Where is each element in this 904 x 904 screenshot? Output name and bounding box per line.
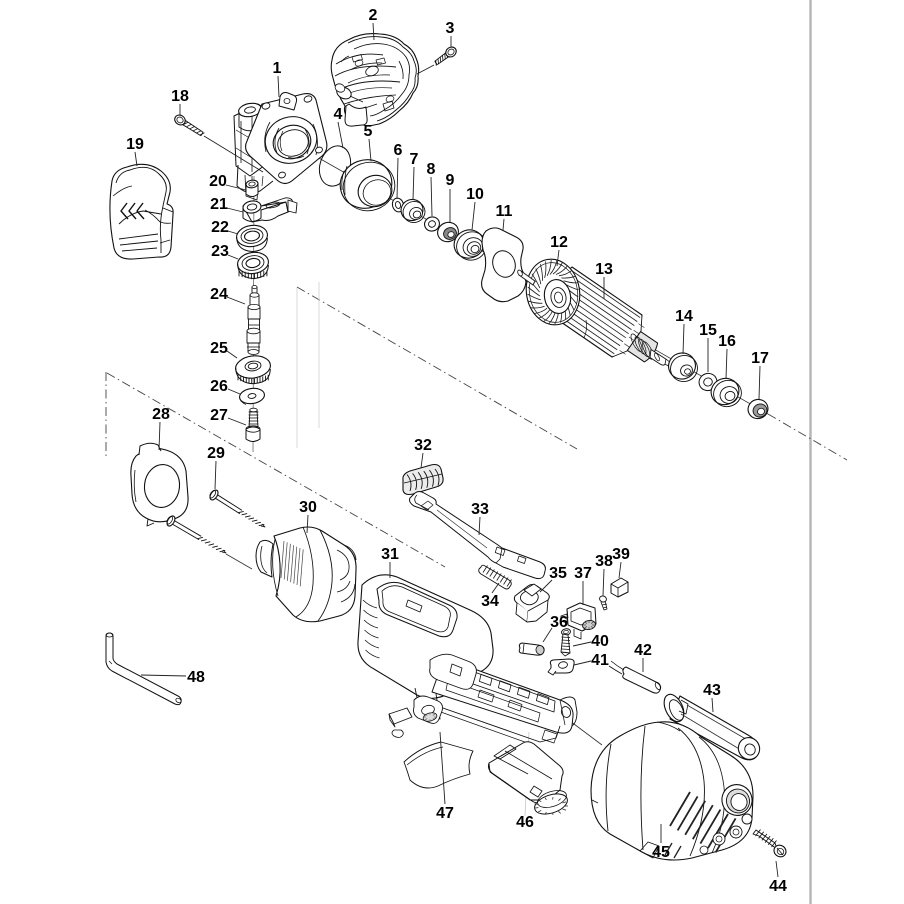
svg-text:22: 22 [211,219,229,236]
svg-text:21: 21 [210,196,228,213]
svg-text:9: 9 [446,172,455,189]
svg-text:40: 40 [591,633,609,650]
svg-text:28: 28 [152,406,170,423]
svg-text:16: 16 [718,333,736,350]
svg-text:17: 17 [751,350,769,367]
svg-text:6: 6 [394,142,403,159]
svg-text:3: 3 [446,20,455,37]
svg-text:37: 37 [574,565,592,582]
svg-text:38: 38 [595,553,613,570]
svg-text:2: 2 [369,7,378,24]
svg-text:12: 12 [550,234,568,251]
svg-text:11: 11 [496,203,513,220]
svg-text:8: 8 [427,161,436,178]
svg-text:42: 42 [634,642,652,659]
svg-text:23: 23 [211,243,229,260]
svg-text:1: 1 [273,60,282,77]
svg-text:35: 35 [549,565,567,582]
svg-text:45: 45 [652,844,670,861]
svg-text:18: 18 [171,88,189,105]
svg-text:43: 43 [703,682,721,699]
svg-text:5: 5 [364,123,373,140]
svg-text:7: 7 [410,151,419,168]
svg-text:29: 29 [207,445,225,462]
svg-text:19: 19 [126,136,144,153]
svg-text:13: 13 [595,261,613,278]
svg-text:33: 33 [471,501,489,518]
svg-text:31: 31 [381,546,399,563]
svg-text:25: 25 [210,340,228,357]
svg-text:47: 47 [436,805,454,822]
svg-text:10: 10 [466,186,484,203]
svg-text:30: 30 [299,499,317,516]
svg-text:4: 4 [334,106,343,123]
svg-text:26: 26 [210,378,228,395]
svg-text:15: 15 [699,322,717,339]
svg-text:39: 39 [612,546,630,563]
svg-text:14: 14 [675,308,693,325]
svg-text:27: 27 [210,407,228,424]
svg-text:24: 24 [210,286,228,303]
svg-text:36: 36 [550,614,568,631]
svg-text:34: 34 [481,593,499,610]
svg-text:32: 32 [414,437,432,454]
svg-text:44: 44 [769,878,787,895]
svg-text:20: 20 [209,173,227,190]
svg-text:46: 46 [516,814,534,831]
svg-text:48: 48 [187,669,205,686]
svg-text:41: 41 [591,652,609,669]
